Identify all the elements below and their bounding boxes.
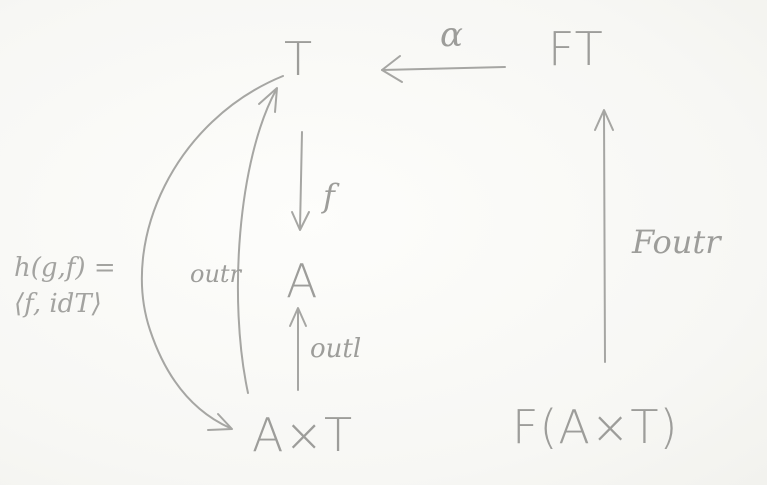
label-outl: outl (310, 334, 362, 364)
node-ft: FT (548, 22, 604, 76)
label-fmap: Foutr (632, 223, 721, 261)
node-a: A (286, 254, 319, 308)
arrow-f-head (291, 211, 310, 231)
arrow-pair-head (207, 413, 233, 431)
arrow-alpha (381, 66, 506, 71)
label-pair-line1: h(g,f) = (14, 253, 116, 283)
arrow-outl-head (289, 307, 307, 327)
label-alpha: α (440, 15, 463, 55)
label-pair: h(g,f) = ⟨f, idT⟩ (14, 250, 116, 323)
arrow-outr (236, 89, 277, 394)
arrow-alpha-head (381, 55, 403, 83)
label-outr: outr (190, 260, 242, 288)
label-f: f (323, 177, 335, 215)
arrow-pair (141, 75, 284, 429)
label-pair-line2: ⟨f, idT⟩ (14, 289, 102, 320)
arrow-outr-head (258, 87, 278, 113)
arrow-fmap-head (594, 109, 614, 131)
node-faxt: F(A×T) (512, 400, 679, 454)
arrow-f (299, 131, 303, 229)
node-t: T (284, 32, 314, 86)
arrow-fmap (603, 111, 606, 363)
node-axt: A×T (252, 408, 354, 462)
